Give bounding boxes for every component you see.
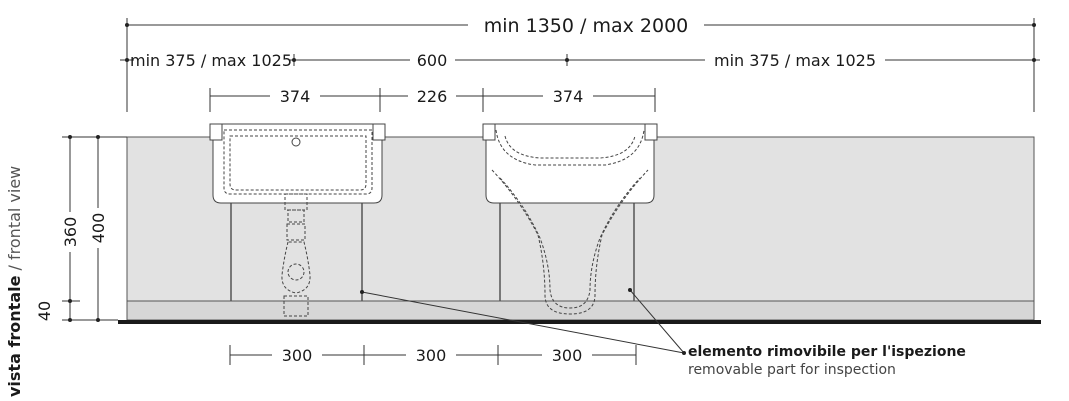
floor-line: [118, 320, 1041, 324]
view-label-separator: /: [5, 260, 24, 276]
height-total-label: 400: [89, 213, 108, 244]
side-right-dimension-label: min 375 / max 1025: [714, 51, 876, 70]
bottom-dimensions: 300 300 300: [229, 345, 637, 365]
bottom-dimension-2: 300: [416, 346, 447, 365]
sink-gap-label: 226: [417, 87, 448, 106]
bottom-dimension-1: 300: [282, 346, 313, 365]
base-plinth: [126, 300, 1035, 321]
view-label-bold: vista frontale: [5, 275, 24, 397]
overall-dimension-label: min 1350 / max 2000: [484, 15, 689, 37]
height-dimensions: 360 400 40: [35, 135, 127, 322]
sink-left-width-label: 374: [280, 87, 311, 106]
side-center-dimensions: min 375 / max 1025 600 min 375 / max 102…: [120, 50, 1040, 70]
height-base-label: 40: [35, 301, 54, 321]
sink-right: [482, 123, 658, 315]
bottom-dimension-3: 300: [552, 346, 583, 365]
view-label-light: frontal view: [5, 166, 24, 260]
sink-left: [209, 123, 386, 317]
sink-right-width-label: 374: [553, 87, 584, 106]
center-dimension-label: 600: [417, 51, 448, 70]
sink-width-dimensions: 374 226 374: [209, 86, 656, 112]
annotation-subtitle: removable part for inspection: [688, 362, 896, 378]
annotation-title: elemento rimovibile per l'ispezione: [688, 344, 966, 360]
height-top-label: 360: [61, 217, 80, 248]
annotation-leaders: [360, 288, 686, 355]
overall-dimension: min 1350 / max 2000: [125, 12, 1036, 112]
side-left-dimension-label: min 375 / max 1025: [130, 51, 292, 70]
view-label: vista frontale / frontal view: [5, 166, 24, 397]
